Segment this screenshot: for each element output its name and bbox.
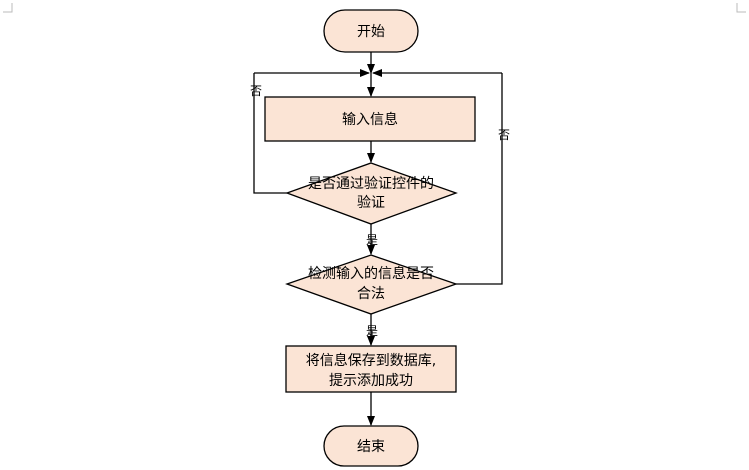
no-label-left: 否 <box>250 84 262 98</box>
start-label: 开始 <box>357 24 385 40</box>
save-process-box: 将信息保存到数据库, 提示添加成功 <box>285 345 457 393</box>
loop-left-no-path <box>253 73 287 194</box>
save-label-line1: 将信息保存到数据库, <box>306 352 436 369</box>
decision2-label-line1: 检测输入的信息是否 <box>308 265 434 282</box>
decision1-label-line1: 是否通过验证控件的 <box>308 176 434 192</box>
decision2-label-line2: 合法 <box>357 286 385 302</box>
input-process-box: 输入信息 <box>264 96 476 142</box>
no-label-right: 否 <box>498 128 510 142</box>
decision1-label-line2: 验证 <box>357 195 385 211</box>
page-corner-marks <box>3 3 746 13</box>
save-label-line2: 提示添加成功 <box>329 373 413 389</box>
decision-validation-control: 是否通过验证控件的 验证 <box>285 162 458 225</box>
decision-input-legal: 检测输入的信息是否 合法 <box>285 254 458 315</box>
start-terminator: 开始 <box>323 9 419 53</box>
end-terminator: 结束 <box>323 425 419 467</box>
yes-label-1: 是 <box>366 233 378 247</box>
end-label: 结束 <box>357 439 385 455</box>
input-label: 输入信息 <box>342 111 398 128</box>
yes-label-2: 是 <box>366 324 378 338</box>
loop-right-no-path <box>456 73 503 285</box>
